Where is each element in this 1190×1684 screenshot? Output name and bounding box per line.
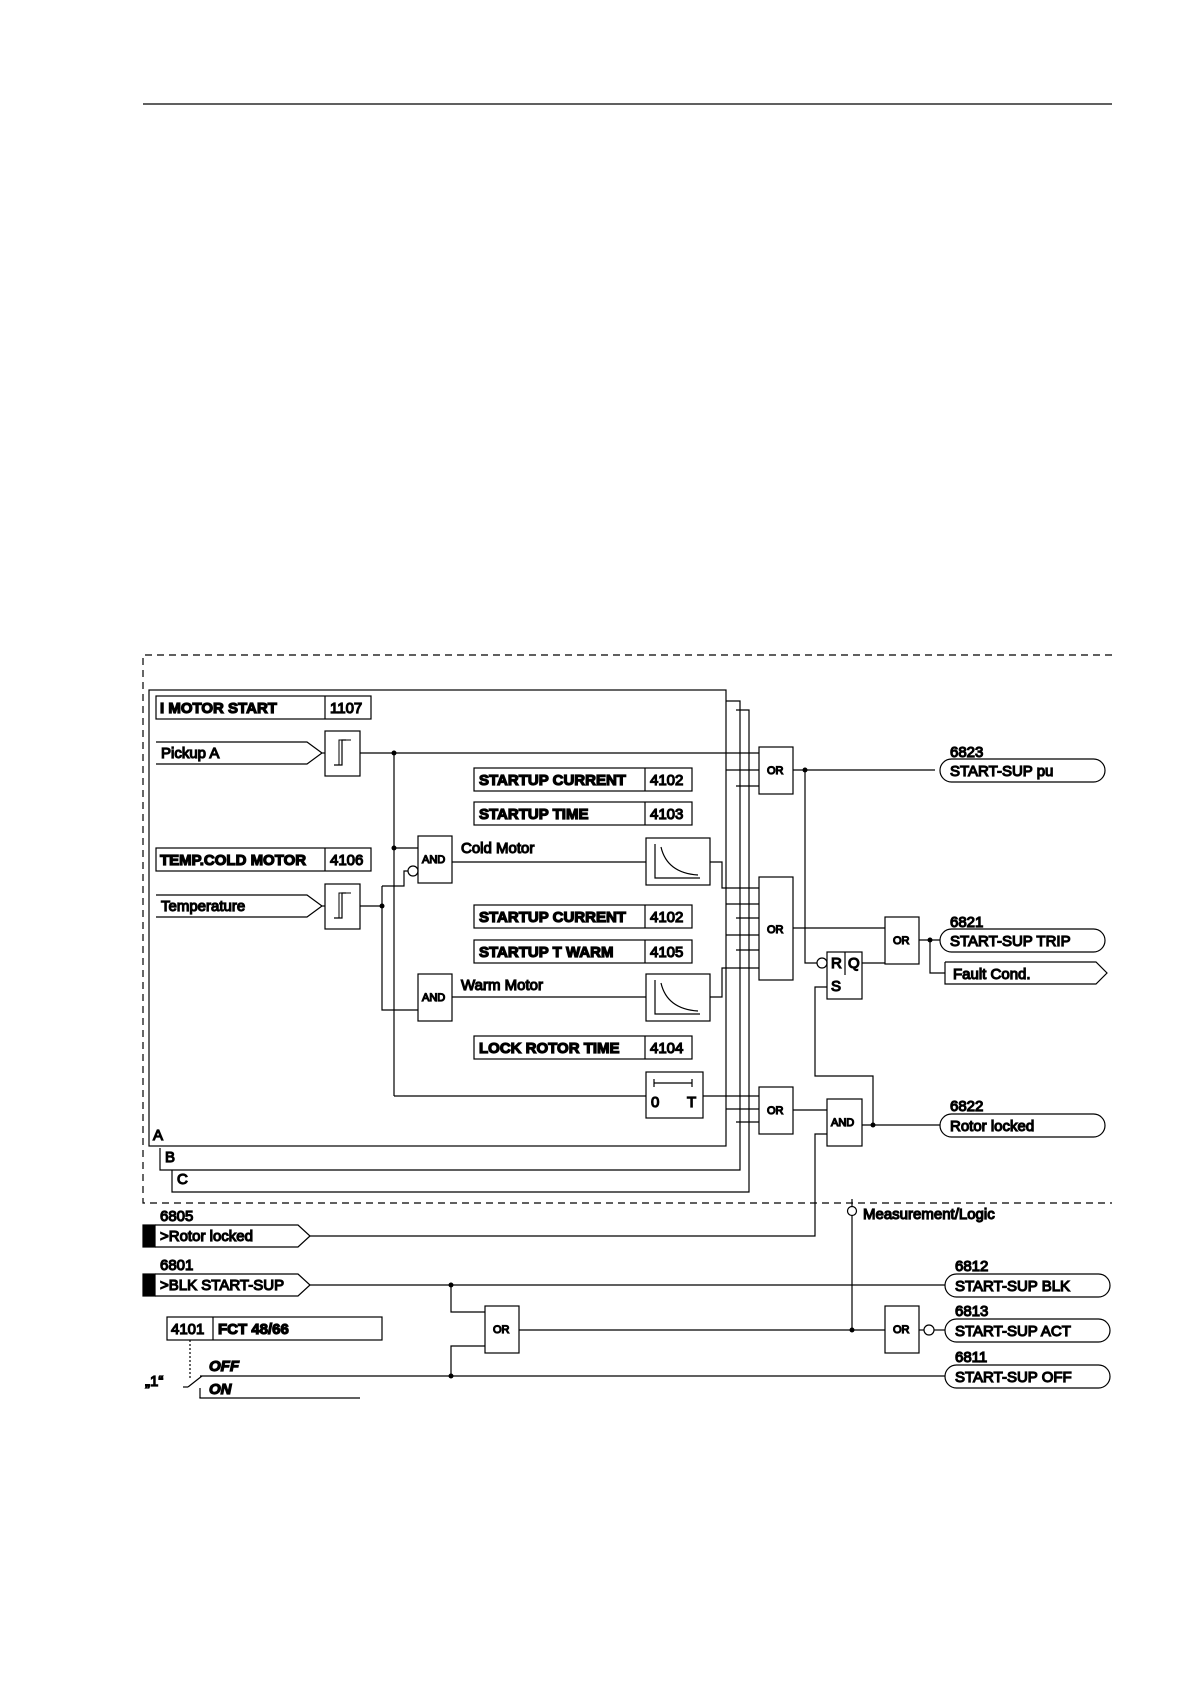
param-startup-current-1: STARTUP CURRENT 4102 — [473, 767, 693, 792]
output-locked: 6822 Rotor locked — [939, 1097, 1106, 1138]
svg-text:6823: 6823 — [950, 744, 983, 761]
svg-text:S: S — [831, 978, 841, 995]
rs-flipflop: R S Q — [804, 770, 885, 1125]
svg-text:Q: Q — [848, 955, 860, 972]
svg-text:1107: 1107 — [330, 700, 362, 717]
svg-text:6813: 6813 — [955, 1303, 988, 1320]
svg-text:R: R — [831, 955, 842, 972]
phase-b-label: B — [165, 1149, 175, 1166]
or-gate-block: OR — [484, 1305, 520, 1354]
svg-text:Temperature: Temperature — [161, 898, 245, 915]
param-temp-cold-motor: TEMP.COLD MOTOR 4106 — [155, 847, 372, 872]
svg-text:START-SUP pu: START-SUP pu — [950, 763, 1053, 780]
param-i-motor-start: I MOTOR START 1107 — [155, 695, 372, 720]
wiring-lower — [200, 1199, 945, 1377]
output-pu: 6823 START-SUP pu — [939, 743, 1106, 783]
or-gate-pickup: OR — [726, 746, 935, 795]
svg-text:4103: 4103 — [650, 806, 683, 823]
svg-text:6801: 6801 — [160, 1257, 193, 1274]
input-blk-start-sup: 6801 >BLK START-SUP — [142, 1256, 311, 1297]
param-startup-current-2: STARTUP CURRENT 4102 — [473, 904, 693, 929]
signal-cold-motor: Cold Motor — [461, 840, 534, 857]
svg-text:OR: OR — [493, 1324, 510, 1336]
svg-text:STARTUP T WARM: STARTUP T WARM — [479, 944, 613, 961]
svg-text:Pickup A: Pickup A — [161, 745, 219, 762]
svg-text:6812: 6812 — [955, 1258, 988, 1275]
output-blk: 6812 START-SUP BLK — [944, 1257, 1111, 1298]
svg-text:STARTUP CURRENT: STARTUP CURRENT — [479, 909, 626, 926]
measurement-logic-label: Measurement/Logic — [863, 1206, 995, 1223]
measurement-boundary — [142, 654, 1112, 1204]
curve-block-cold — [645, 837, 711, 886]
svg-text:I MOTOR START: I MOTOR START — [160, 700, 277, 717]
svg-text:OR: OR — [893, 935, 910, 947]
or-gate-act: OR — [884, 1305, 920, 1354]
output-fault: Fault Cond. — [944, 961, 1108, 985]
svg-text:4104: 4104 — [650, 1040, 683, 1057]
svg-text:OR: OR — [893, 1324, 910, 1336]
output-act: 6813 START-SUP ACT — [944, 1302, 1111, 1343]
or-gate-startup: OR — [710, 861, 885, 998]
input-pickup: Pickup A — [156, 741, 324, 765]
svg-text:STARTUP CURRENT: STARTUP CURRENT — [479, 772, 626, 789]
svg-text:6811: 6811 — [955, 1349, 987, 1366]
output-trip: 6821 START-SUP TRIP — [939, 913, 1106, 953]
svg-text:START-SUP BLK: START-SUP BLK — [955, 1278, 1070, 1295]
svg-text:LOCK ROTOR TIME: LOCK ROTOR TIME — [479, 1040, 620, 1057]
svg-text:OR: OR — [767, 924, 784, 936]
svg-text:OR: OR — [767, 765, 784, 777]
svg-text:AND: AND — [422, 854, 445, 866]
svg-text:4102: 4102 — [650, 909, 683, 926]
svg-text:4102: 4102 — [650, 772, 683, 789]
svg-text:START-SUP TRIP: START-SUP TRIP — [950, 933, 1071, 950]
svg-text:4101: 4101 — [171, 1321, 204, 1338]
svg-text:6822: 6822 — [950, 1098, 983, 1115]
phase-frames — [148, 689, 750, 1193]
svg-text:STARTUP TIME: STARTUP TIME — [479, 806, 588, 823]
input-rotor-locked: 6805 >Rotor locked — [142, 1207, 311, 1248]
curve-block-warm — [645, 973, 711, 1022]
svg-text:4106: 4106 — [330, 852, 363, 869]
signal-warm-motor: Warm Motor — [461, 977, 543, 994]
svg-text:START-SUP OFF: START-SUP OFF — [955, 1369, 1072, 1386]
threshold-pickup — [322, 730, 361, 777]
svg-text:0: 0 — [651, 1094, 659, 1111]
svg-text:AND: AND — [831, 1117, 854, 1129]
svg-text:6821: 6821 — [950, 914, 983, 931]
svg-text:6805: 6805 — [160, 1208, 193, 1225]
timer-block: 0 T — [645, 1071, 704, 1119]
svg-text:TEMP.COLD MOTOR: TEMP.COLD MOTOR — [160, 852, 306, 869]
param-startup-t-warm: STARTUP T WARM 4105 — [473, 939, 693, 964]
phase-a-label: A — [153, 1127, 163, 1144]
svg-text:Fault Cond.: Fault Cond. — [953, 966, 1031, 983]
and-gate-locked: AND — [310, 1098, 940, 1237]
or-gate-trip: OR — [884, 916, 945, 974]
svg-text:START-SUP ACT: START-SUP ACT — [955, 1323, 1071, 1340]
fct-switch — [183, 1340, 360, 1399]
svg-text:Rotor locked: Rotor locked — [950, 1118, 1034, 1135]
and-gate-warm: AND — [417, 973, 453, 1022]
switch-one: „1“ — [145, 1373, 163, 1390]
svg-text:FCT 48/66: FCT 48/66 — [218, 1321, 289, 1338]
svg-text:OR: OR — [767, 1105, 784, 1117]
svg-text:AND: AND — [422, 992, 445, 1004]
and-gate-cold: AND — [407, 835, 453, 884]
svg-text:>BLK START-SUP: >BLK START-SUP — [160, 1277, 284, 1294]
param-lock-rotor-time: LOCK ROTOR TIME 4104 — [473, 1035, 693, 1060]
svg-text:4105: 4105 — [650, 944, 683, 961]
switch-on: ON — [209, 1381, 233, 1398]
or-gate-locked: OR — [703, 1086, 827, 1135]
phase-c-label: C — [177, 1171, 188, 1188]
input-temperature: Temperature — [156, 894, 324, 918]
svg-text:T: T — [687, 1094, 696, 1111]
switch-off: OFF — [209, 1358, 240, 1375]
wiring-internal — [360, 752, 759, 1097]
param-startup-time: STARTUP TIME 4103 — [473, 801, 693, 826]
threshold-temperature — [322, 883, 361, 930]
svg-text:>Rotor locked: >Rotor locked — [160, 1228, 253, 1245]
param-fct: 4101 FCT 48/66 — [166, 1316, 383, 1341]
output-off: 6811 START-SUP OFF — [944, 1348, 1111, 1389]
